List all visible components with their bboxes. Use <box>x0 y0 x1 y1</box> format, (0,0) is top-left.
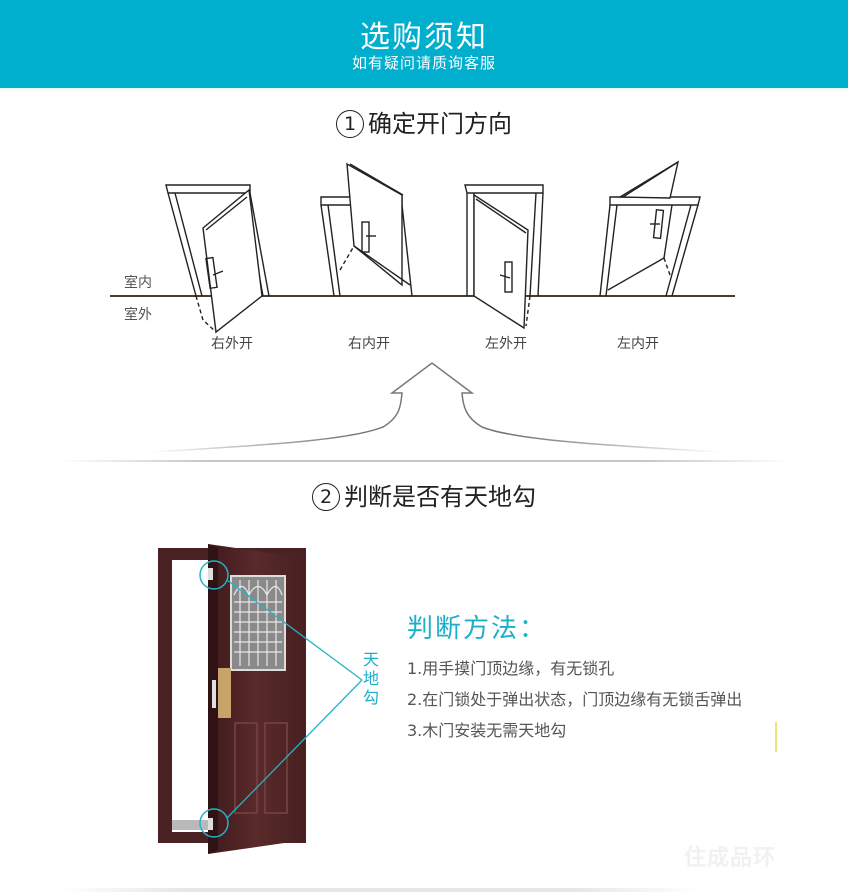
method-item: 1.用手摸门顶边缘，有无锁孔 <box>407 659 615 678</box>
judgment-method: 判断方法： 1.用手摸门顶边缘，有无锁孔 2.在门锁处于弹出状态，门顶边缘有无锁… <box>407 608 742 746</box>
door-label-right-inward: 右内开 <box>348 336 390 352</box>
tiandigou-callout-label: 天 地 勾 <box>361 650 381 707</box>
watermark: 住成品环 <box>684 846 777 871</box>
door-direction-diagram: 室内 室外 右外开 右内开 左外开 左内开 <box>110 150 740 360</box>
section1-number-badge: 1 <box>336 110 364 138</box>
decorative-yellow-line <box>775 722 777 752</box>
section1-title-text: 确定开门方向 <box>368 110 512 138</box>
method-title: 判断方法： <box>407 614 548 644</box>
section-divider <box>60 460 790 462</box>
indoor-label: 室内 <box>124 275 152 291</box>
door-label-right-outward: 右外开 <box>211 336 253 352</box>
page-subtitle: 如有疑问请质询客服 <box>351 54 496 72</box>
header-banner: 选购须知 如有疑问请质询客服 <box>0 0 848 88</box>
door-label-left-outward: 左外开 <box>485 336 527 352</box>
method-item: 2.在门锁处于弹出状态，门顶边缘有无锁舌弹出 <box>407 690 743 709</box>
door-illustrations-icon <box>110 160 735 334</box>
method-item: 3.木门安装无需天地勾 <box>407 721 567 740</box>
section2-number-badge: 2 <box>312 483 340 511</box>
door-label-left-inward: 左内开 <box>617 336 659 352</box>
outdoor-label: 室外 <box>124 307 152 323</box>
bottom-divider <box>60 888 700 892</box>
up-arrow-icon <box>149 362 721 453</box>
header-shadow <box>0 88 848 92</box>
callout-char-1: 天 <box>362 650 379 669</box>
page-title: 选购须知 <box>360 20 488 55</box>
steel-door-image <box>158 544 363 854</box>
callout-char-3: 勾 <box>362 688 379 707</box>
section2-title-text: 判断是否有天地勾 <box>344 483 536 511</box>
callout-char-2: 地 <box>362 669 379 688</box>
